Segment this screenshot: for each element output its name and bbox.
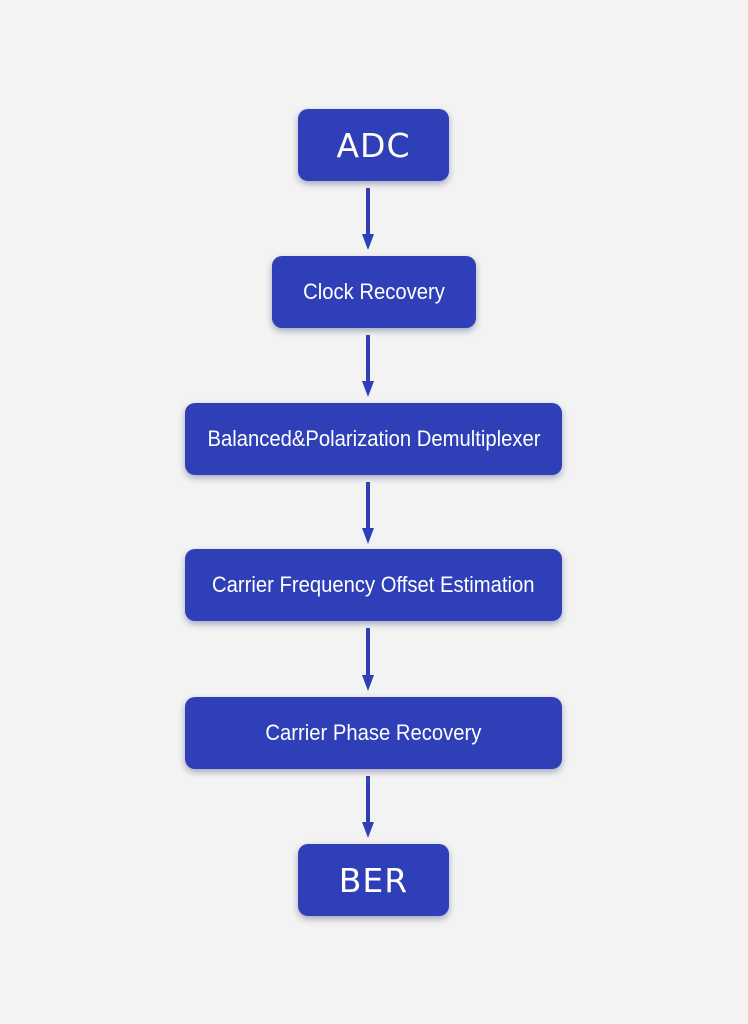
node-balanced-polarization-label: Balanced&Polarization Demultiplexer (206, 426, 541, 451)
node-clock-recovery: Clock Recovery (272, 256, 476, 328)
node-carrier-frequency-offset-estimation: Carrier Frequency Offset Estimation (185, 549, 562, 621)
node-clock-recovery-label: Clock Recovery (303, 279, 445, 304)
node-ber: BER (298, 844, 449, 916)
node-balanced-polarization-demultiplexer: Balanced&Polarization Demultiplexer (185, 403, 562, 475)
arrowhead-balanced-to-carrier-frequency (362, 528, 374, 544)
arrowhead-carrier-frequency-to-carrier-phase (362, 675, 374, 691)
node-ber-label: BER (338, 860, 409, 900)
arrowhead-clock-recovery-to-balanced (362, 381, 374, 397)
node-carrier-phase-recovery: Carrier Phase Recovery (185, 697, 562, 769)
node-adc-label: ADC (336, 125, 411, 165)
node-carrier-frequency-label: Carrier Frequency Offset Estimation (212, 572, 535, 597)
node-adc: ADC (298, 109, 449, 181)
node-carrier-phase-label: Carrier Phase Recovery (265, 720, 482, 745)
arrowhead-adc-to-clock-recovery (362, 234, 374, 250)
arrowhead-carrier-phase-to-ber (362, 822, 374, 838)
